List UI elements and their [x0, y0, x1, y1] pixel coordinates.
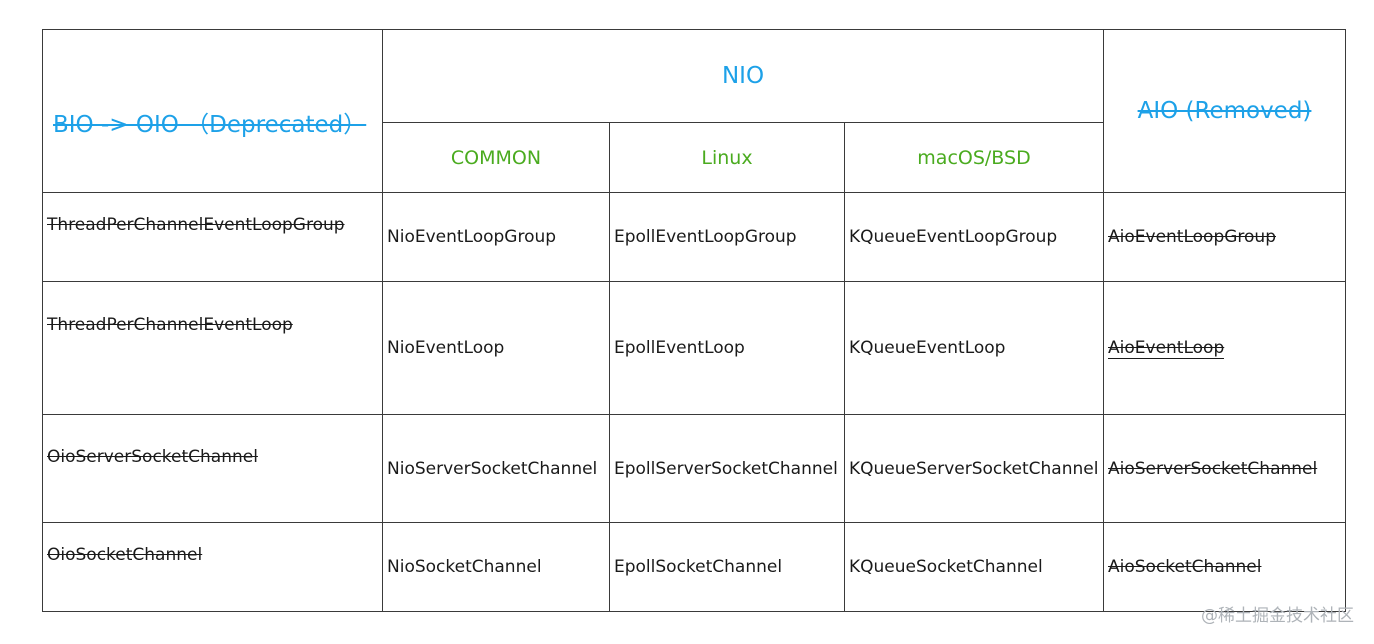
aio-class-name: AioEventLoop	[1108, 338, 1225, 359]
header-bio-oio: BIO -> OIO （Deprecated）	[42, 29, 383, 193]
subheader-common-label: COMMON	[450, 146, 542, 169]
table-row: OioSocketChannel NioSocketChannel EpollS…	[42, 522, 1347, 612]
io-model-table-container: BIO -> OIO （Deprecated） NIO AIO (Removed…	[42, 29, 1347, 612]
macos-cell: KQueueEventLoopGroup	[843, 192, 1105, 282]
nio-title: NIO	[721, 63, 765, 89]
subheader-linux-label: Linux	[701, 146, 753, 169]
linux-class-name: EpollEventLoopGroup	[614, 227, 797, 247]
header-nio: NIO	[381, 29, 1105, 123]
subheader-macos-label: macOS/BSD	[917, 146, 1031, 169]
macos-class-name: KQueueServerSocketChannel	[849, 458, 1099, 479]
linux-class-name: EpollServerSocketChannel	[614, 458, 838, 479]
common-class-name: NioEventLoop	[387, 338, 505, 358]
table-row: ThreadPerChannelEventLoop NioEventLoop E…	[42, 281, 1347, 415]
aio-class-name: AioServerSocketChannel	[1108, 458, 1318, 479]
oio-class-name: OioSocketChannel	[47, 545, 203, 565]
linux-class-name: EpollEventLoop	[614, 338, 745, 358]
aio-class-name: AioEventLoopGroup	[1108, 227, 1276, 247]
bio-oio-title: BIO -> OIO （Deprecated）	[53, 112, 367, 138]
linux-cell: EpollSocketChannel	[609, 522, 845, 612]
io-model-comparison-table: BIO -> OIO （Deprecated） NIO AIO (Removed…	[42, 29, 1347, 612]
common-cell: NioServerSocketChannel	[382, 414, 610, 523]
linux-cell: EpollEventLoop	[609, 281, 845, 415]
subheader-macos: macOS/BSD	[843, 122, 1105, 193]
subheader-linux: Linux	[609, 122, 845, 193]
macos-cell: KQueueEventLoop	[843, 281, 1105, 415]
oio-class-name: OioServerSocketChannel	[47, 447, 258, 467]
oio-cell: OioSocketChannel	[42, 522, 383, 612]
aio-cell: AioEventLoopGroup	[1103, 192, 1347, 282]
table-row: ThreadPerChannelEventLoopGroup NioEventL…	[42, 192, 1347, 282]
aio-cell: AioSocketChannel	[1103, 522, 1347, 612]
aio-class-name: AioSocketChannel	[1108, 557, 1262, 577]
aio-cell: AioEventLoop	[1103, 281, 1347, 415]
linux-cell: EpollEventLoopGroup	[609, 192, 845, 282]
oio-cell: ThreadPerChannelEventLoop	[42, 281, 383, 415]
common-class-name: NioServerSocketChannel	[387, 458, 598, 479]
macos-class-name: KQueueSocketChannel	[849, 557, 1043, 577]
watermark: @稀土掘金技术社区	[1201, 606, 1354, 626]
oio-cell: ThreadPerChannelEventLoopGroup	[42, 192, 383, 282]
linux-cell: EpollServerSocketChannel	[609, 414, 845, 523]
oio-cell: OioServerSocketChannel	[42, 414, 383, 523]
table-row: OioServerSocketChannel NioServerSocketCh…	[42, 414, 1347, 523]
oio-class-name: ThreadPerChannelEventLoopGroup	[47, 215, 345, 235]
macos-cell: KQueueSocketChannel	[843, 522, 1105, 612]
linux-class-name: EpollSocketChannel	[614, 557, 783, 577]
common-cell: NioEventLoopGroup	[382, 192, 610, 282]
aio-title: AIO (Removed)	[1137, 98, 1312, 124]
common-cell: NioSocketChannel	[382, 522, 610, 612]
common-cell: NioEventLoop	[382, 281, 610, 415]
header-aio: AIO (Removed)	[1103, 29, 1347, 193]
common-class-name: NioEventLoopGroup	[387, 227, 557, 247]
subheader-common: COMMON	[382, 122, 610, 193]
subheader-row: COMMON Linux macOS/BSD	[43, 122, 1346, 193]
header-row: BIO -> OIO （Deprecated） NIO AIO (Removed…	[42, 29, 1347, 193]
macos-cell: KQueueServerSocketChannel	[843, 414, 1105, 523]
macos-class-name: KQueueEventLoop	[849, 338, 1006, 358]
common-class-name: NioSocketChannel	[387, 557, 542, 577]
oio-class-name: ThreadPerChannelEventLoop	[47, 315, 293, 335]
aio-cell: AioServerSocketChannel	[1103, 414, 1347, 523]
macos-class-name: KQueueEventLoopGroup	[849, 227, 1058, 247]
